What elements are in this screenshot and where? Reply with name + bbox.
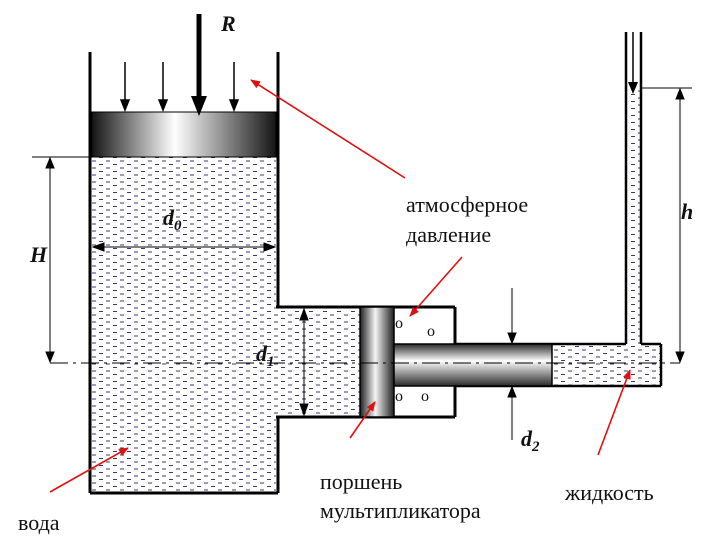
atmospheric-label-line1: атмосферное: [406, 192, 528, 217]
d1-label: d1: [256, 341, 275, 370]
d2-label-sub: 2: [531, 439, 540, 455]
air-hole: o: [395, 315, 403, 332]
force-label: R: [220, 11, 236, 36]
dimension-H: [32, 156, 92, 364]
pointer-water: [49, 447, 129, 493]
top-piston: [91, 111, 277, 158]
d0-label-sub: 0: [174, 218, 182, 234]
pointer-atmospheric-top: [250, 79, 406, 179]
atmospheric-pressure-arrows: [119, 62, 240, 113]
d2-label: d2: [521, 426, 540, 455]
pointer-atmospheric-hole: [409, 256, 463, 317]
dimension-h: [641, 87, 692, 364]
piston-label-line2: мультипликатора: [320, 498, 481, 523]
main-tank: [88, 52, 280, 495]
pointer-piston: [349, 401, 376, 439]
small-chamber-liquid: [552, 344, 660, 386]
d1-label-sub: 1: [267, 354, 275, 370]
air-hole: o: [421, 388, 429, 405]
height-label-h: h: [681, 199, 693, 224]
d2-label-main: d: [521, 426, 533, 451]
liquid-fill: [92, 90, 660, 492]
height-label-H: H: [29, 242, 48, 267]
water-label: вода: [18, 510, 60, 535]
tube-arrow-head: [628, 82, 638, 94]
dimension-d0: [91, 242, 277, 252]
force-arrow: [191, 14, 207, 116]
multiplier-piston: [359, 306, 395, 418]
small-chamber: [455, 32, 663, 388]
tube-liquid: [628, 90, 642, 346]
piston-rod: [393, 343, 553, 387]
air-hole: o: [427, 323, 435, 340]
d0-label: d0: [163, 205, 182, 234]
atmospheric-label-line2: давление: [406, 222, 491, 247]
multiplier-water: [276, 307, 362, 417]
air-hole: o: [395, 388, 403, 405]
piston-label-line1: поршень: [320, 469, 402, 494]
liquid-label: жидкость: [564, 480, 654, 505]
pointer-arrows: [49, 79, 631, 493]
main-tank-water: [92, 157, 276, 492]
d0-label-main: d: [163, 205, 175, 230]
dimension-d2: [507, 288, 517, 440]
dimension-d1: [299, 307, 309, 417]
pointer-liquid: [597, 369, 631, 456]
d1-label-main: d: [256, 341, 268, 366]
